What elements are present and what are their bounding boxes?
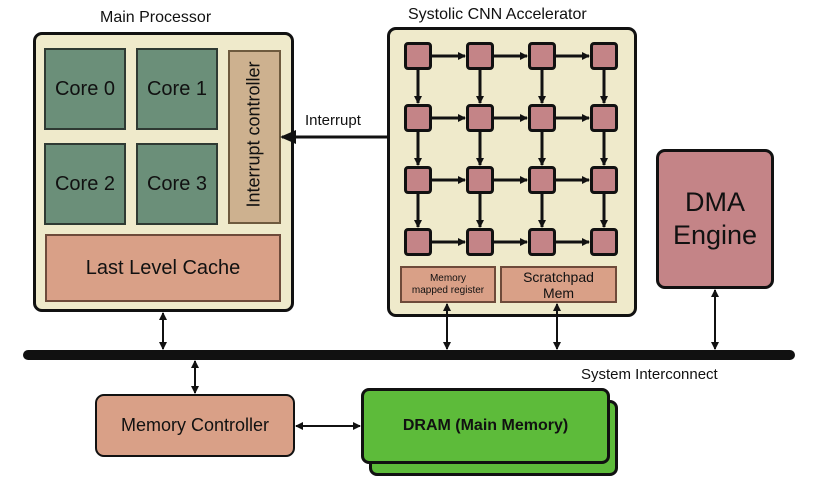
dma-engine: DMA Engine	[656, 149, 774, 289]
core-1: Core 1	[136, 48, 218, 130]
interrupt-controller-label: Interrupt controller	[243, 61, 264, 208]
processing-element-r0c1	[466, 42, 494, 70]
main-processor-title: Main Processor	[100, 9, 212, 26]
interrupt-label: Interrupt	[305, 112, 361, 129]
processing-element-r3c0	[404, 228, 432, 256]
memory-controller-label: Memory Controller	[120, 415, 270, 435]
processing-element-r3c1	[466, 228, 494, 256]
scratchpad-label-line1: Scratchpad	[523, 268, 594, 285]
dma-label-line2: Engine	[672, 220, 758, 250]
core-3: Core 3	[136, 143, 218, 225]
processing-element-r0c0	[404, 42, 432, 70]
memory-controller: Memory Controller	[95, 394, 295, 457]
processing-element-r0c3	[590, 42, 618, 70]
dram-main-memory: DRAM (Main Memory)	[361, 388, 610, 464]
mmr-label-line1: Memory	[429, 272, 467, 284]
core-2-label: Core 2	[54, 172, 116, 195]
last-level-cache-label: Last Level Cache	[85, 256, 241, 279]
processing-element-r0c2	[528, 42, 556, 70]
processing-element-r2c0	[404, 166, 432, 194]
processing-element-r1c3	[590, 104, 618, 132]
accelerator-title: Systolic CNN Accelerator	[408, 6, 587, 23]
core-3-label: Core 3	[146, 172, 208, 195]
last-level-cache: Last Level Cache	[45, 234, 281, 302]
scratchpad-label-line2: Mem	[542, 284, 575, 301]
interrupt-controller	[228, 50, 281, 224]
mmr-label-line2: mapped register	[411, 284, 485, 296]
processing-element-r1c1	[466, 104, 494, 132]
processing-element-r2c2	[528, 166, 556, 194]
core-0: Core 0	[44, 48, 126, 130]
processing-element-r1c2	[528, 104, 556, 132]
core-2: Core 2	[44, 143, 126, 225]
core-1-label: Core 1	[146, 77, 208, 100]
processing-element-r1c0	[404, 104, 432, 132]
scratchpad-mem: Scratchpad Mem	[500, 266, 617, 303]
processing-element-r3c2	[528, 228, 556, 256]
core-0-label: Core 0	[54, 77, 116, 100]
dma-label-line1: DMA	[685, 187, 745, 217]
system-interconnect-label: System Interconnect	[581, 366, 718, 383]
dram-label: DRAM (Main Memory)	[402, 417, 569, 434]
memory-mapped-register: Memory mapped register	[400, 266, 496, 303]
processing-element-r2c3	[590, 166, 618, 194]
processing-element-r3c3	[590, 228, 618, 256]
processing-element-r2c1	[466, 166, 494, 194]
